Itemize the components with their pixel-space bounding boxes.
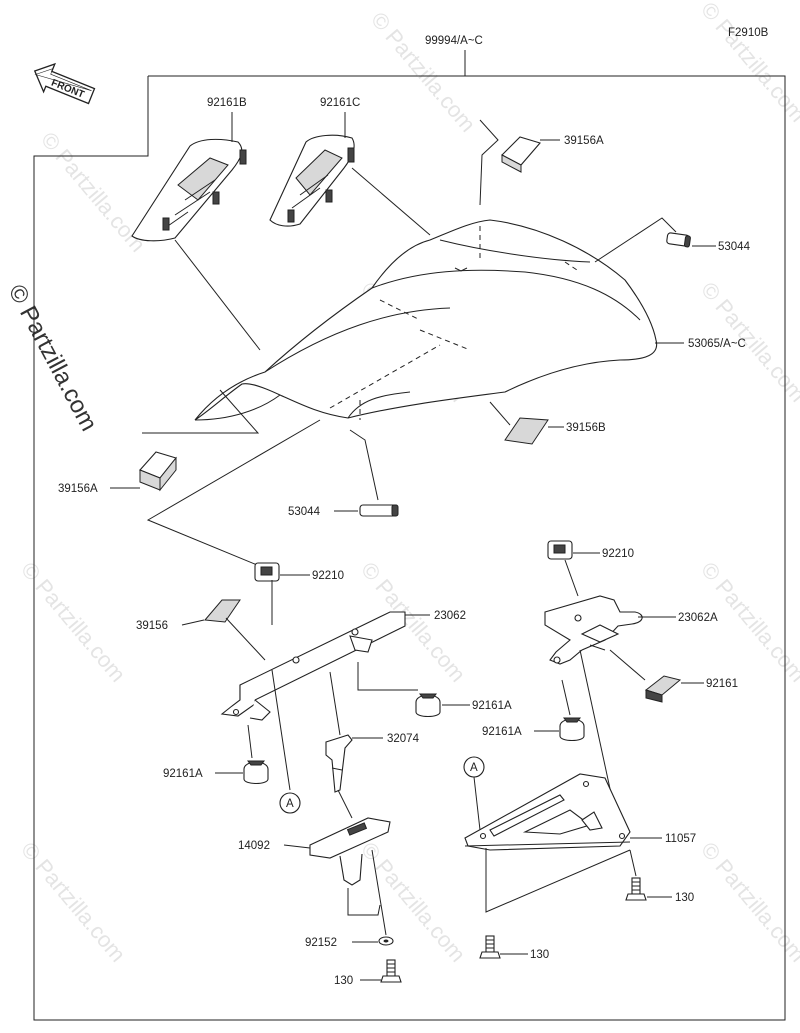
- reference-marker-A-left-label: A: [286, 798, 294, 810]
- callout-53044-center: 53044: [288, 506, 321, 518]
- reference-marker-A-left: A: [279, 792, 301, 814]
- part-39156: [204, 599, 241, 623]
- part-130-bottom: [380, 959, 402, 983]
- leader-53044-center: [349, 429, 379, 501]
- part-53044-right: [666, 232, 691, 248]
- leader-92161A-left: [247, 724, 253, 759]
- leader-cowl-to-bracket: [146, 419, 321, 568]
- part-92161B: [131, 138, 247, 242]
- callout-92210-left: 92210: [312, 570, 344, 582]
- part-92152: [378, 936, 394, 946]
- part-92161A-left: [243, 760, 269, 785]
- part-53044-center: [359, 504, 399, 517]
- watermark-text: © Partzilla.com: [366, 7, 480, 137]
- leader-14092-label: [283, 844, 311, 849]
- part-32074: [325, 734, 353, 793]
- callout-39156A-top: 39156A: [564, 135, 604, 147]
- watermark-text: © Partzilla.com: [16, 837, 130, 967]
- callout-99994: 99994/A~C: [425, 35, 483, 47]
- leader-53044-right: [594, 217, 677, 263]
- reference-marker-A-right: A: [463, 756, 485, 778]
- leader-92161A-center: [357, 662, 418, 691]
- leader-92161B-pad: [174, 239, 261, 351]
- figure-code: F2910B: [728, 27, 769, 39]
- callout-11057: 11057: [665, 833, 696, 845]
- leader-32074: [329, 671, 341, 736]
- part-92210-left: [254, 562, 280, 582]
- part-92161A-right: [559, 717, 585, 742]
- callout-92161A-right: 92161A: [482, 726, 522, 738]
- part-92161C: [269, 134, 355, 227]
- callout-92161B: 92161B: [207, 97, 247, 109]
- part-130-right: [625, 877, 647, 901]
- watermark-layer: © Partzilla.com © Partzilla.com © Partzi…: [3, 0, 800, 967]
- leader-130-right: [629, 849, 637, 877]
- assembly-frame: [33, 75, 786, 1021]
- callout-53044-right: 53044: [718, 241, 751, 253]
- watermark-text: © Partzilla.com: [16, 557, 130, 687]
- callout-92161A-left: 92161A: [163, 768, 203, 780]
- callout-92161: 92161: [706, 678, 738, 690]
- leader-92161A-right: [561, 679, 571, 716]
- callout-92210-right: 92210: [602, 548, 634, 560]
- part-11057: [464, 773, 631, 851]
- leader-92161: [609, 649, 646, 681]
- callout-14092: 14092: [238, 840, 270, 852]
- part-92210-right: [547, 540, 573, 560]
- front-arrow-icon: FRONT: [33, 62, 96, 105]
- callout-23062: 23062: [434, 610, 466, 622]
- callout-39156B: 39156B: [566, 422, 606, 434]
- part-39156A-top: [501, 136, 541, 173]
- leader-14092-down: [347, 888, 381, 916]
- leader-39156A-top: [479, 119, 499, 206]
- leader-39156A-left: [142, 389, 260, 434]
- part-130-center: [479, 935, 501, 959]
- leader-39156: [225, 617, 266, 661]
- seat-cowl: [194, 219, 658, 421]
- leader-A-left: [271, 669, 291, 791]
- reference-marker-A-right-label: A: [470, 762, 478, 774]
- leader-39156B: [489, 401, 511, 426]
- callout-130-right: 130: [675, 892, 694, 904]
- callout-130-center: 130: [530, 949, 549, 961]
- leader-39156-label: [181, 619, 205, 626]
- part-23062: [220, 611, 406, 721]
- part-14092: [309, 817, 391, 886]
- leader-92210-right-down: [564, 559, 579, 597]
- leader-92152: [371, 849, 387, 936]
- watermark-text-large: © Partzilla.com: [3, 280, 103, 435]
- part-23062A: [544, 595, 643, 665]
- callout-92161C: 92161C: [320, 97, 360, 109]
- leader-92161C-pad: [351, 167, 431, 236]
- leader-14092-up: [337, 789, 353, 819]
- callout-92161A-center: 92161A: [472, 700, 512, 712]
- callout-23062A: 23062A: [678, 612, 718, 624]
- callout-39156: 39156: [136, 620, 168, 632]
- part-39156A-left: [139, 451, 177, 492]
- leader-130-center: [485, 848, 631, 913]
- callout-53065: 53065/A~C: [688, 338, 746, 350]
- callout-32074: 32074: [387, 733, 420, 745]
- leader-A-right: [473, 776, 481, 831]
- part-92161A-center: [415, 693, 441, 718]
- part-39156B: [504, 417, 549, 445]
- callout-92152: 92152: [305, 937, 337, 949]
- callout-39156A-left: 39156A: [58, 483, 98, 495]
- callout-130-bottom: 130: [334, 975, 353, 987]
- watermark-text: © Partzilla.com: [696, 837, 800, 967]
- part-92161: [644, 675, 682, 703]
- watermark-text: © Partzilla.com: [696, 0, 800, 127]
